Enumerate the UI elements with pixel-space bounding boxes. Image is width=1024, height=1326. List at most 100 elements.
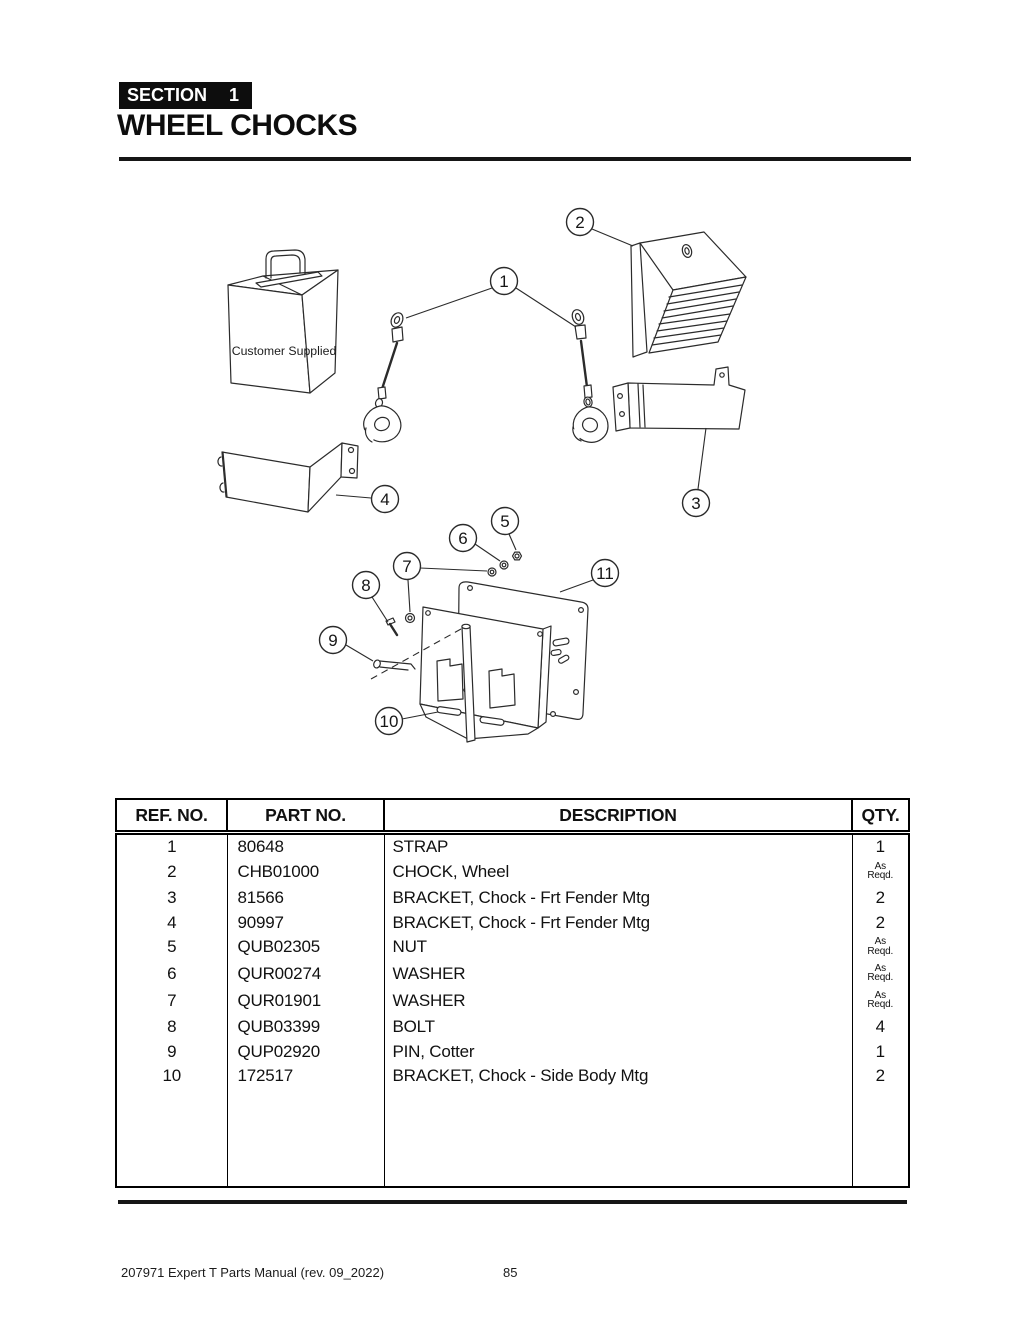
cell-ref-no: 6 [167, 963, 177, 983]
cell-ref-no: 1 [167, 837, 177, 856]
cell-description: PIN, Cotter [383, 1039, 852, 1065]
callout-4-circle [370, 484, 400, 514]
cell-description: STRAP [383, 832, 852, 860]
cell-description: BRACKET, Chock - Side Body Mtg [383, 1064, 852, 1089]
callout-7-leader [407, 579, 411, 613]
part-7-washer [404, 567, 497, 624]
customer-supplied-box: Customer Supplied [227, 249, 339, 394]
callout-11-number: 11 [596, 564, 614, 583]
callout-9-circle [318, 625, 348, 655]
cell-ref-no: 9 [167, 1041, 177, 1061]
customer-supplied-label: Customer Supplied [232, 344, 337, 358]
title-rule [119, 157, 911, 161]
header-qty: QTY. [851, 799, 909, 835]
part-2-wheel-chock [630, 231, 747, 358]
footer-manual-info: 207971 Expert T Parts Manual (rev. 09_20… [121, 1265, 385, 1280]
callout-7-number: 7 [402, 557, 411, 576]
cell-qty: 1 [851, 1039, 909, 1065]
callout-2-circle [565, 207, 595, 237]
callout-1-number: 1 [499, 272, 508, 291]
section-label: SECTION [127, 85, 208, 105]
cell-part-no: QUB02305 [226, 935, 384, 962]
callout-3-number: 3 [691, 494, 700, 513]
footer-page-number: 85 [503, 1265, 518, 1280]
header-ref-no: REF. NO. [116, 799, 227, 835]
cell-ref-no: 2 [167, 861, 177, 881]
callout-1-circle [489, 266, 519, 296]
cell-description: BRACKET, Chock - Frt Fender Mtg [383, 886, 852, 911]
callout-5-leader [508, 533, 517, 551]
cell-ref-no: 8 [167, 1017, 177, 1037]
part-9-cotter-pin [373, 659, 416, 671]
cell-part-no: 81566 [226, 886, 384, 911]
empty-cell [383, 1088, 852, 1187]
header-description: DESCRIPTION [383, 799, 852, 835]
callout-10-circle [374, 706, 404, 736]
cell-part-no: QUR00274 [226, 961, 384, 989]
part-8-bolt [385, 617, 399, 637]
cell-part-no: 90997 [226, 910, 384, 936]
callout-6-leader [474, 543, 501, 562]
callout-9-leader [345, 644, 374, 662]
assembly-dashed-line [370, 628, 462, 680]
callout-2-number: 2 [575, 213, 584, 232]
cell-qty: 4 [851, 1015, 909, 1040]
cell-ref-no: 3 [167, 888, 177, 908]
callout-7-leader [419, 567, 488, 572]
callout-6-number: 6 [458, 529, 467, 548]
callout-4-number: 4 [380, 490, 389, 509]
table-header-row: REF. NO. PART NO. DESCRIPTION QTY. [116, 799, 909, 835]
callout-8-circle [351, 570, 381, 600]
cell-ref-no: 4 [167, 912, 177, 932]
cell-qty: 2 [851, 910, 909, 936]
page-title: WHEEL CHOCKS [117, 109, 358, 142]
callout-1-leader [515, 287, 577, 328]
cell-part-no: CHB01000 [226, 859, 384, 887]
cell-part-no: 80648 [226, 832, 384, 860]
part-3-bracket [612, 366, 746, 432]
callout-4-leader [335, 494, 372, 499]
part-1-strap-left [361, 312, 404, 444]
callout-7-circle [392, 551, 422, 581]
callout-11-leader [559, 579, 594, 593]
footer-rule [118, 1200, 907, 1204]
cell-qty: 2 [851, 1064, 909, 1089]
cell-qty: 2 [851, 886, 909, 911]
callout-10-number: 10 [380, 712, 399, 731]
empty-cell [116, 1089, 227, 1187]
section-number: 1 [229, 85, 240, 105]
cell-part-no: QUR01901 [226, 988, 384, 1016]
cell-ref-no: 5 [167, 937, 177, 957]
exploded-parts-diagram: Customer Supplied [217, 207, 747, 743]
cell-ref-no: 7 [167, 990, 177, 1010]
part-1-strap-right [567, 309, 609, 443]
callout-1-leader [405, 287, 493, 319]
callout-3-leader [697, 427, 707, 490]
cell-description: BOLT [383, 1015, 852, 1040]
header-part-no: PART NO. [226, 799, 384, 835]
section-badge: SECTION 1 [119, 82, 253, 109]
callout-2-leader [591, 228, 634, 247]
callout-9-number: 9 [328, 631, 337, 650]
callout-8-leader [371, 596, 389, 623]
cell-part-no: QUP02920 [226, 1039, 384, 1065]
callout-5-circle [490, 506, 520, 536]
part-4-bracket [217, 442, 359, 513]
callout-10-leader [401, 711, 439, 720]
cell-qty: 1 [851, 832, 909, 860]
callout-6-circle [448, 523, 478, 553]
cell-description: WASHER [383, 988, 852, 1016]
